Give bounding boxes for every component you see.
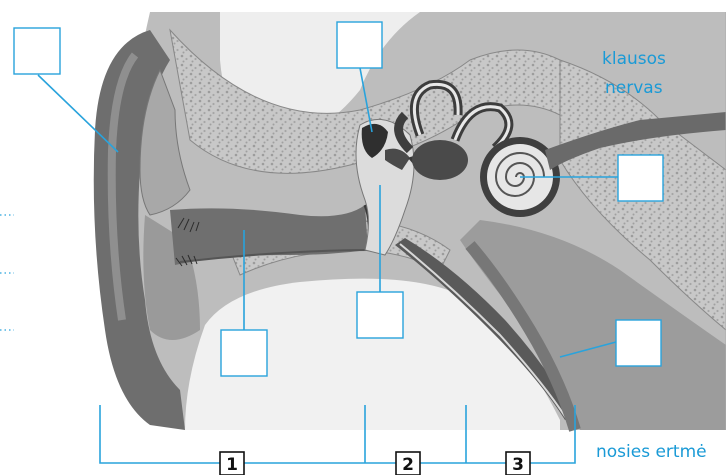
nerve-label-line1: klausos [602, 49, 666, 69]
section-2-number: 2 [402, 455, 414, 475]
answer-box-cochlea[interactable] [618, 155, 663, 201]
section-1-number: 1 [226, 455, 238, 475]
answer-box-ear-canal[interactable] [221, 330, 267, 376]
nerve-label-line2: nervas [605, 78, 663, 98]
margin-dotted-guides [0, 215, 14, 330]
nasal-cavity-label: nosies ertmė [596, 442, 707, 462]
answer-box-middle-ear[interactable] [357, 292, 403, 338]
answer-box-hammer[interactable] [337, 22, 382, 68]
vestibule [412, 140, 468, 180]
answer-box-eustachian[interactable] [616, 320, 661, 366]
answer-box-auricle[interactable] [14, 28, 60, 74]
section-3-number: 3 [512, 455, 524, 475]
ear-illustration [94, 12, 726, 430]
